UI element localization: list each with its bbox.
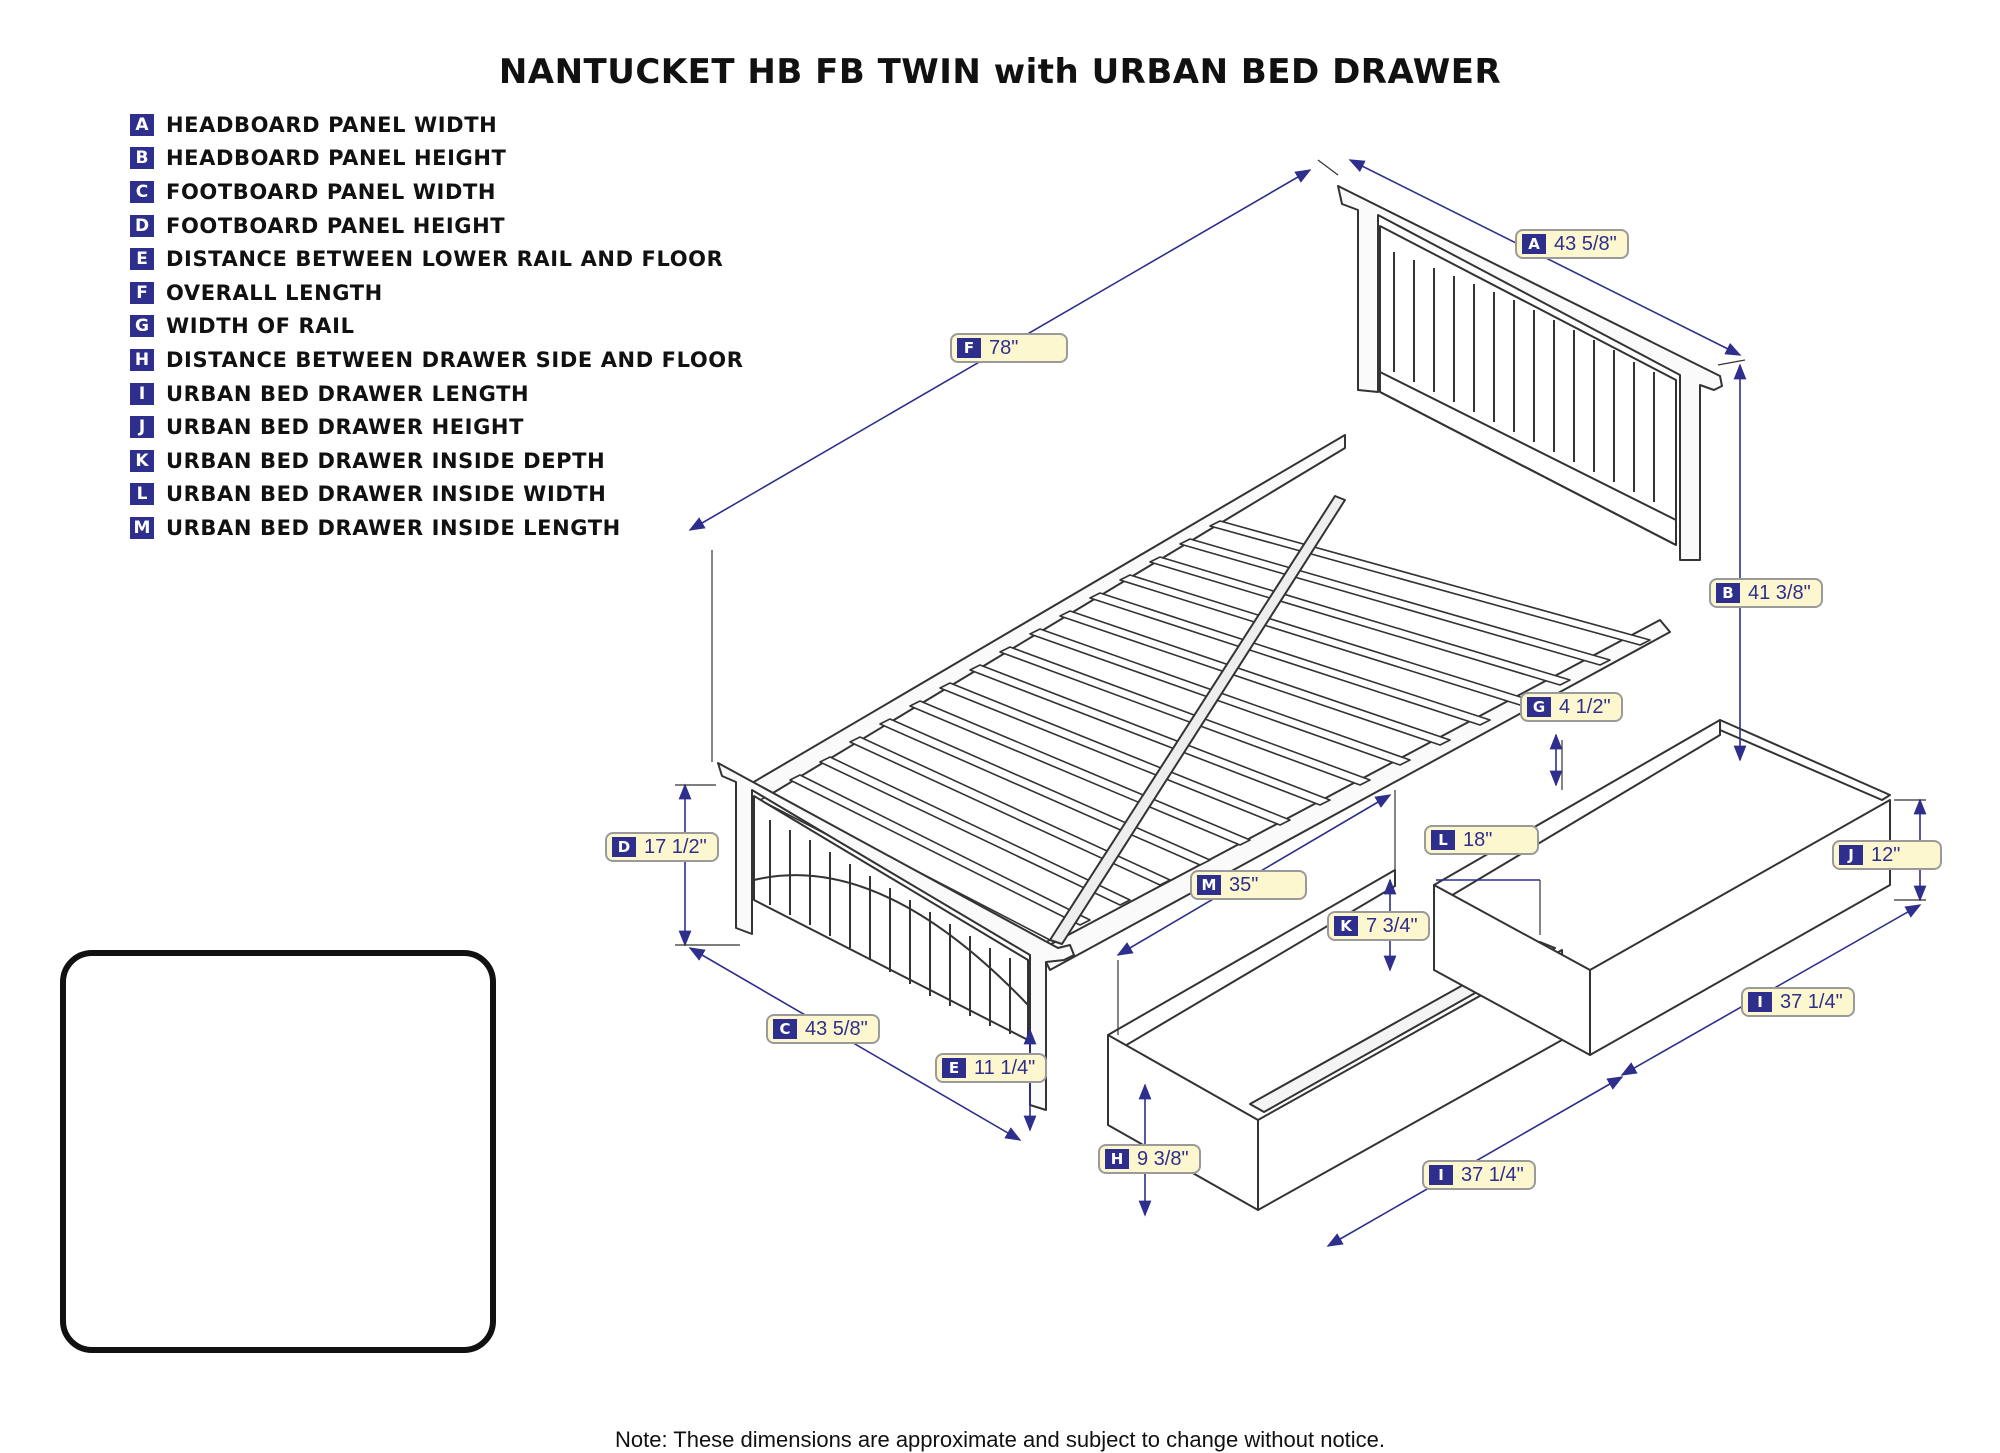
dimension-tag-f: F 78" bbox=[950, 333, 1068, 363]
dimension-tag-d: D 17 1/2" bbox=[605, 832, 719, 862]
dimension-tag-i-back: I 37 1/4" bbox=[1741, 987, 1855, 1017]
diagram-title: NANTUCKET HB FB TWIN with URBAN BED DRAW… bbox=[498, 52, 1502, 92]
tag-letter: C bbox=[773, 1019, 797, 1039]
tag-value: 11 1/4" bbox=[974, 1056, 1036, 1079]
tag-letter: K bbox=[1334, 916, 1358, 936]
legend-text: WIDTH OF RAIL bbox=[166, 314, 355, 339]
legend-item-l: L URBAN BED DRAWER INSIDE WIDTH bbox=[130, 478, 744, 512]
legend-item-k: K URBAN BED DRAWER INSIDE DEPTH bbox=[130, 444, 744, 478]
tag-value: 37 1/4" bbox=[1780, 990, 1843, 1013]
legend-item-i: I URBAN BED DRAWER LENGTH bbox=[130, 377, 744, 411]
legend-text: URBAN BED DRAWER INSIDE WIDTH bbox=[166, 482, 607, 507]
legend-letter: M bbox=[130, 516, 154, 539]
thumbnail-frame bbox=[60, 950, 496, 1353]
dimension-tag-b: B 41 3/8" bbox=[1709, 578, 1823, 608]
tag-letter: I bbox=[1429, 1165, 1453, 1185]
bed-drawing bbox=[717, 185, 1891, 1211]
dimension-tag-k: K 7 3/4" bbox=[1327, 911, 1430, 941]
legend-text: OVERALL LENGTH bbox=[166, 280, 383, 305]
tag-letter: A bbox=[1522, 234, 1546, 254]
tag-value: 9 3/8" bbox=[1137, 1147, 1189, 1170]
dimension-tag-c: C 43 5/8" bbox=[766, 1014, 880, 1044]
tag-letter: G bbox=[1527, 697, 1551, 717]
legend-letter: J bbox=[130, 416, 154, 439]
legend-text: DISTANCE BETWEEN LOWER RAIL AND FLOOR bbox=[166, 247, 724, 272]
extension-lines bbox=[675, 159, 1926, 1035]
tag-letter: H bbox=[1105, 1149, 1129, 1169]
tag-value: 35" bbox=[1229, 873, 1259, 896]
legend-item-a: A HEADBOARD PANEL WIDTH bbox=[130, 108, 744, 142]
dimension-tag-j: J 12" bbox=[1832, 840, 1942, 870]
tag-value: 17 1/2" bbox=[644, 835, 707, 858]
dimension-tag-m: M 35" bbox=[1190, 870, 1307, 900]
legend-text: HEADBOARD PANEL WIDTH bbox=[166, 112, 498, 137]
legend-item-c: C FOOTBOARD PANEL WIDTH bbox=[130, 175, 744, 209]
dimension-tag-e: E 11 1/4" bbox=[935, 1053, 1048, 1083]
legend-letter: G bbox=[130, 315, 154, 338]
tag-value: 41 3/8" bbox=[1748, 581, 1811, 604]
tag-letter: F bbox=[957, 338, 981, 358]
tag-value: 43 5/8" bbox=[805, 1017, 868, 1040]
tag-value: 4 1/2" bbox=[1559, 695, 1611, 718]
dimension-tag-l: L 18" bbox=[1424, 825, 1539, 855]
tag-value: 18" bbox=[1463, 828, 1493, 851]
legend-letter: F bbox=[130, 281, 154, 304]
legend-letter: K bbox=[130, 449, 154, 472]
tag-letter: L bbox=[1431, 830, 1455, 850]
legend-text: FOOTBOARD PANEL HEIGHT bbox=[166, 213, 506, 238]
legend-item-h: H DISTANCE BETWEEN DRAWER SIDE AND FLOOR bbox=[130, 343, 744, 377]
tag-letter: E bbox=[942, 1058, 966, 1078]
legend-letter: I bbox=[130, 382, 154, 405]
legend-item-d: D FOOTBOARD PANEL HEIGHT bbox=[130, 209, 744, 243]
tag-letter: I bbox=[1748, 992, 1772, 1012]
tag-value: 12" bbox=[1871, 843, 1901, 866]
tag-value: 7 3/4" bbox=[1366, 914, 1418, 937]
legend-letter: L bbox=[130, 483, 154, 506]
dimension-tag-i-front: I 37 1/4" bbox=[1422, 1160, 1536, 1190]
tag-value: 37 1/4" bbox=[1461, 1163, 1524, 1186]
tag-value: 43 5/8" bbox=[1554, 232, 1617, 255]
legend-text: FOOTBOARD PANEL WIDTH bbox=[166, 179, 497, 204]
legend-letter: E bbox=[130, 248, 154, 271]
dimension-tag-a: A 43 5/8" bbox=[1515, 229, 1629, 259]
dimension-tag-g: G 4 1/2" bbox=[1520, 692, 1623, 722]
legend-item-j: J URBAN BED DRAWER HEIGHT bbox=[130, 410, 744, 444]
tag-letter: J bbox=[1839, 845, 1863, 865]
dimension-tag-h: H 9 3/8" bbox=[1098, 1144, 1201, 1174]
tag-value: 78" bbox=[989, 336, 1019, 359]
tag-letter: D bbox=[612, 837, 636, 857]
legend-letter: H bbox=[130, 348, 154, 371]
legend-text: URBAN BED DRAWER INSIDE DEPTH bbox=[166, 448, 606, 473]
legend-letter: A bbox=[130, 113, 154, 136]
legend-text: HEADBOARD PANEL HEIGHT bbox=[166, 146, 507, 171]
legend-letter: B bbox=[130, 147, 154, 170]
tag-letter: M bbox=[1197, 875, 1221, 895]
footnote: Note: These dimensions are approximate a… bbox=[614, 1427, 1386, 1452]
legend-text: DISTANCE BETWEEN DRAWER SIDE AND FLOOR bbox=[166, 347, 744, 372]
legend-letter: D bbox=[130, 214, 154, 237]
legend-text: URBAN BED DRAWER LENGTH bbox=[166, 381, 530, 406]
legend-item-f: F OVERALL LENGTH bbox=[130, 276, 744, 310]
legend-text: URBAN BED DRAWER INSIDE LENGTH bbox=[166, 515, 621, 540]
dimension-legend: A HEADBOARD PANEL WIDTH B HEADBOARD PANEL … bbox=[130, 108, 744, 545]
legend-item-e: E DISTANCE BETWEEN LOWER RAIL AND FLOOR bbox=[130, 242, 744, 276]
legend-text: URBAN BED DRAWER HEIGHT bbox=[166, 415, 525, 440]
legend-item-m: M URBAN BED DRAWER INSIDE LENGTH bbox=[130, 511, 744, 545]
legend-item-b: B HEADBOARD PANEL HEIGHT bbox=[130, 142, 744, 176]
legend-item-g: G WIDTH OF RAIL bbox=[130, 310, 744, 344]
legend-letter: C bbox=[130, 180, 154, 203]
tag-letter: B bbox=[1716, 583, 1740, 603]
